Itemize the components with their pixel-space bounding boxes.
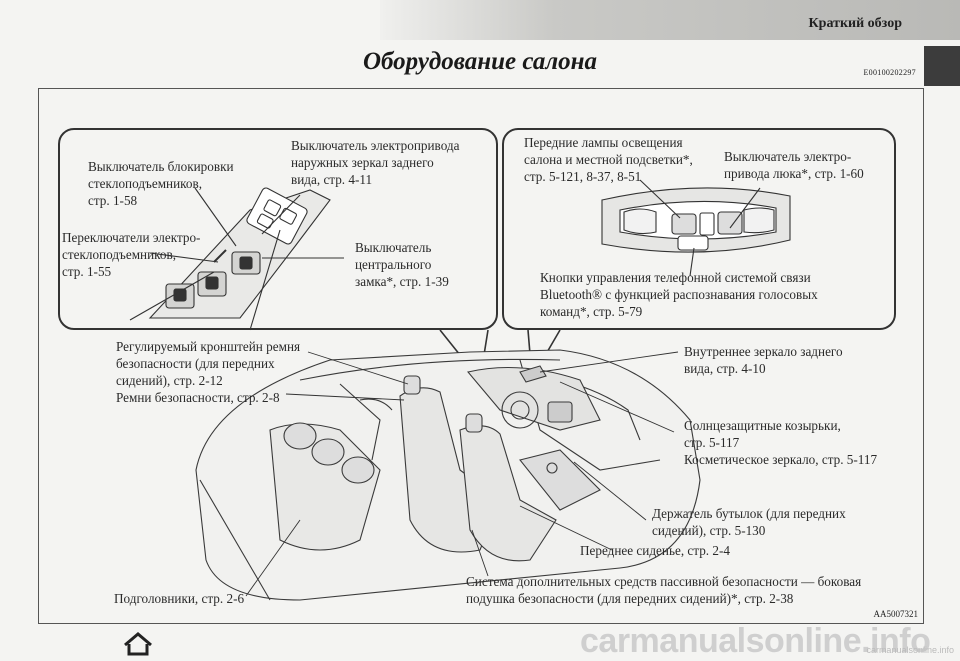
overhead-console-illustration xyxy=(601,179,791,277)
watermark: carmanualsonline.info xyxy=(580,622,931,660)
side-tab xyxy=(924,46,960,86)
section-title: Краткий обзор xyxy=(808,16,902,31)
header-band xyxy=(380,0,960,40)
label-sun-visors: Солнцезащитные козырьки, стр. 5-117 Косм… xyxy=(684,418,878,467)
leader-lines xyxy=(245,351,679,597)
label-rear-mirror: Внутреннее зеркало заднего вида, стр. 4-… xyxy=(684,344,843,376)
label-window-lock: Выключатель блокировки стеклоподъемников… xyxy=(88,159,234,208)
label-mirror-switch: Выключатель электропривода наружных зерк… xyxy=(291,138,460,187)
label-front-seat: Переднее сиденье, стр. 2-4 xyxy=(580,543,730,558)
label-sunroof: Выключатель электро- привода люка*, стр.… xyxy=(724,149,864,181)
label-window-switches: Переключатели электро- стеклоподъемников… xyxy=(62,230,201,279)
label-front-lamps: Передние лампы освещения салона и местно… xyxy=(524,135,693,184)
page-code: E00100202297 xyxy=(863,68,916,77)
label-central-lock: Выключатель центрального замка*, стр. 1-… xyxy=(355,240,449,289)
watermark-small: carmanualsonline.info xyxy=(866,645,954,655)
label-airbag: Система дополнительных средств пассивной… xyxy=(466,574,862,606)
label-headrests: Подголовники, стр. 2-6 xyxy=(114,591,245,606)
figure-code: AA5007321 xyxy=(873,609,919,619)
home-icon[interactable] xyxy=(122,632,154,656)
figure-frame xyxy=(38,88,924,624)
label-belt-anchor: Регулируемый кронштейн ремня безопасност… xyxy=(116,339,301,405)
door-switch-panel-illustration xyxy=(129,187,344,331)
label-bottle-holder: Держатель бутылок (для передних сидений)… xyxy=(652,506,846,538)
label-bluetooth: Кнопки управления телефонной системой св… xyxy=(540,270,818,319)
car-cutaway xyxy=(195,349,701,601)
page-title: Оборудование салона xyxy=(362,48,598,75)
